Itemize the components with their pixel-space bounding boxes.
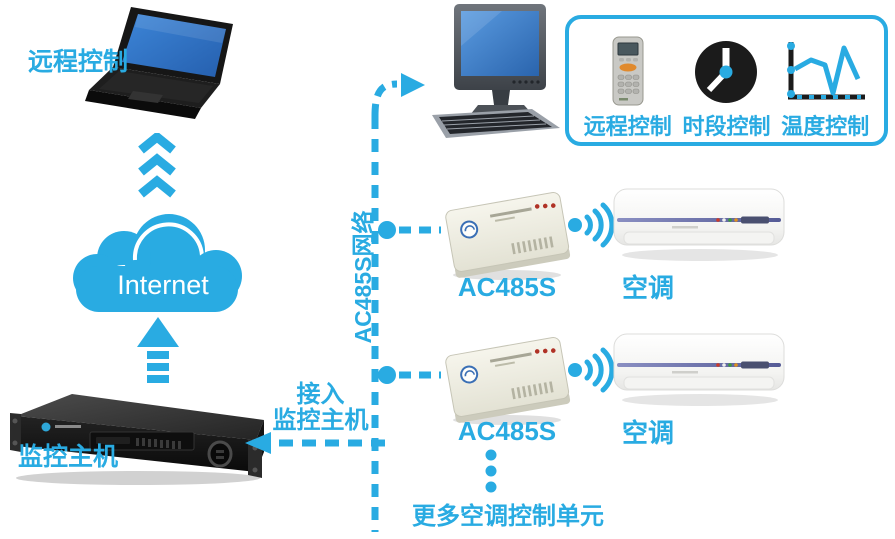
remote-control-icon [612,36,644,106]
up-arrow-icon [137,317,179,383]
ac485s-label: AC485S [457,272,557,302]
feature-remote: 远程控制 [584,25,672,140]
vertical-ellipsis-icon [485,449,497,493]
feature-box: 远程控制 时段控制 [565,15,888,146]
feature-schedule: 时段控制 [682,25,771,140]
ac-unit-label: 空调 [622,418,675,448]
desktop-computer-image [432,4,560,138]
wireless-signal-icon [568,202,615,248]
server-image [10,394,264,485]
feature-temperature-label: 温度控制 [781,114,870,139]
feature-remote-label: 远程控制 [583,114,672,139]
ac-unit-label: 空调 [622,273,675,303]
ac485s-device-image [445,336,571,425]
internet-cloud-icon [73,214,242,312]
laptop-image [85,7,233,119]
ac485s-device-image [445,191,571,280]
feature-schedule-label: 时段控制 [682,114,771,139]
feature-temperature: 温度控制 [781,25,869,140]
wireless-signal-icon [568,347,615,393]
air-conditioner-image [613,333,785,406]
server-label: 监控主机 [18,443,119,471]
chevron-up-arrows-icon [138,133,176,198]
access-host-label: 接入 监控主机 [258,382,383,434]
to-server-arrow [245,432,385,454]
arrowhead-right-icon [401,73,425,97]
temperature-chart-icon [787,42,866,100]
arrowhead-left-icon [245,432,271,454]
ac485s-label: AC485S [457,416,557,446]
access-host-label-line2: 监控主机 [272,407,369,434]
clock-icon [695,41,758,103]
internet-label: Internet [117,270,209,300]
remote-pc-label: 远程控制 [28,48,129,76]
network-trunk-line [371,73,441,532]
branch-node-dot-2 [378,366,396,384]
branch-node-dot-1 [378,221,396,239]
network-line-label: AC485S网络 [350,210,376,344]
access-host-label-line1: 接入 [296,381,345,408]
air-conditioner-image [613,188,785,261]
more-units-label: 更多空调控制单元 [412,503,604,530]
